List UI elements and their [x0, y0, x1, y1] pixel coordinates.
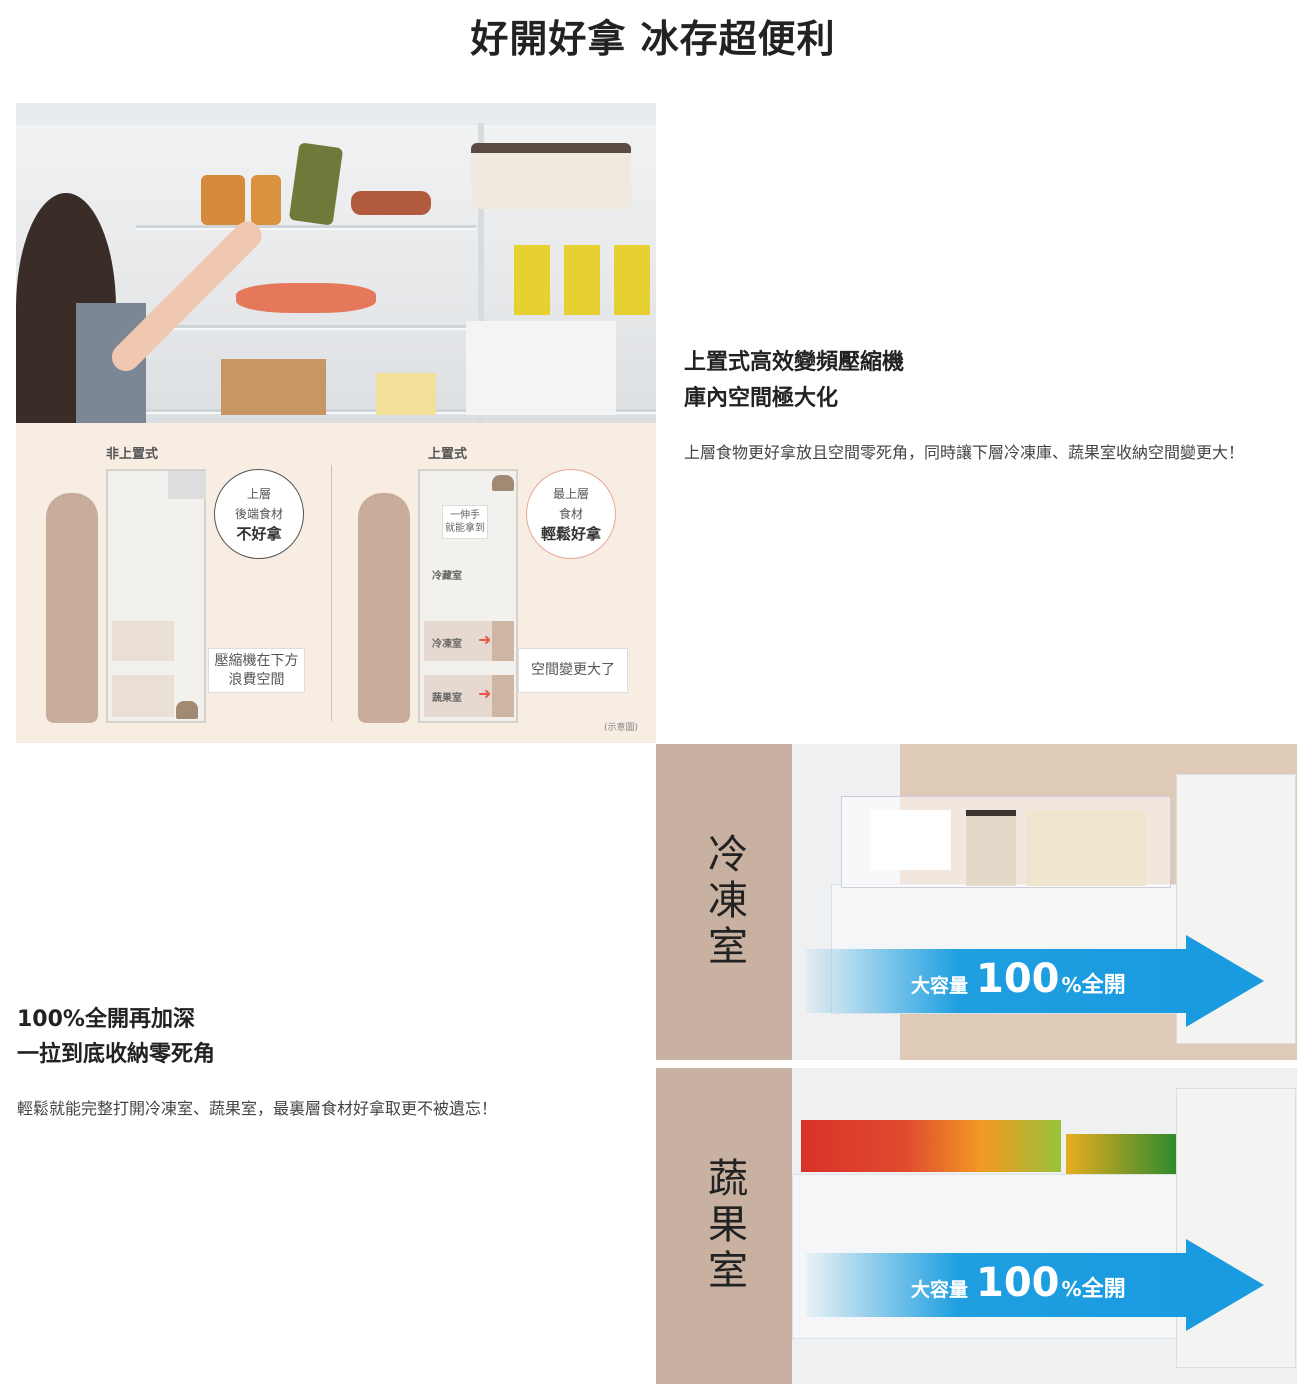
section1-heading-2: 庫內空間極大化: [684, 386, 839, 411]
bubble-text: 最上層: [552, 487, 589, 501]
person-silhouette-right: [358, 493, 410, 723]
panel-label: 蔬果室: [701, 1157, 747, 1295]
compartment-fridge: 冷藏室: [432, 571, 462, 582]
person-silhouette-left: [46, 493, 98, 723]
badge-tag: 大容量: [911, 1279, 969, 1301]
vegetable-panel: 蔬果室 大容量 100 % 全開: [656, 1068, 1297, 1384]
page-title: 好開好拿 冰存超便利: [470, 17, 836, 61]
full-open-badge: 大容量 100 % 全開: [911, 956, 1126, 1002]
disclaimer: (示意圖): [604, 723, 639, 733]
section2-heading-2: 一拉到底收納零死角: [17, 1042, 216, 1067]
fridge-diagram-right: 一伸手 就能拿到 冷藏室 冷凍室➜ 蔬果室➜: [418, 469, 518, 723]
badge-number: 100: [976, 956, 1060, 1002]
reach-note: 就能拿到: [445, 523, 485, 534]
top-compressor-illustration: 非上置式 上置式 上層 後端食材 不好拿 壓縮機在下方 浪費空間 一伸手 就能拿…: [16, 103, 656, 743]
left-bubble: 上層 後端食材 不好拿: [214, 469, 304, 559]
bubble-text: 食材: [558, 507, 583, 521]
section1-body: 上層食物更好拿放且空間零死角，同時讓下層冷凍庫、蔬果室收納空間變更大！: [684, 443, 1245, 462]
badge-tag: 大容量: [911, 975, 969, 997]
non-top-label: 非上置式: [106, 447, 159, 462]
badge-suffix: 全開: [1081, 973, 1126, 998]
fridge-interior-photo: [16, 103, 656, 423]
freezer-panel: 冷凍室 大容量 100 % 全開: [656, 744, 1297, 1060]
compartment-vegetable: 蔬果室: [432, 693, 462, 704]
fridge-diagram-left: [106, 469, 206, 723]
left-callout: 壓縮機在下方 浪費空間: [208, 648, 305, 693]
bubble-emphasis: 不好拿: [236, 525, 282, 543]
bubble-emphasis: 輕鬆好拿: [540, 525, 601, 543]
badge-number: 100: [976, 1260, 1060, 1306]
bubble-text: 後端食材: [234, 507, 283, 521]
compartment-freezer: 冷凍室: [432, 639, 462, 650]
badge-pct: %: [1061, 1277, 1082, 1301]
reach-note: 一伸手: [450, 510, 480, 521]
panel-label: 冷凍室: [701, 833, 747, 971]
full-open-badge: 大容量 100 % 全開: [911, 1260, 1126, 1306]
section1-heading-1: 上置式高效變頻壓縮機: [684, 350, 905, 375]
right-callout: 空間變更大了: [518, 648, 628, 693]
callout-text: 壓縮機在下方: [214, 652, 299, 669]
badge-suffix: 全開: [1081, 1277, 1126, 1302]
bubble-text: 上層: [246, 487, 271, 501]
section2-heading-1: 100%全開再加深: [17, 1007, 195, 1032]
top-label: 上置式: [428, 447, 468, 462]
section2-body: 輕鬆就能完整打開冷凍室、蔬果室，最裏層食材好拿取更不被遺忘！: [17, 1099, 498, 1118]
right-bubble: 最上層 食材 輕鬆好拿: [526, 469, 616, 559]
callout-text: 浪費空間: [228, 671, 285, 688]
badge-pct: %: [1061, 973, 1082, 997]
